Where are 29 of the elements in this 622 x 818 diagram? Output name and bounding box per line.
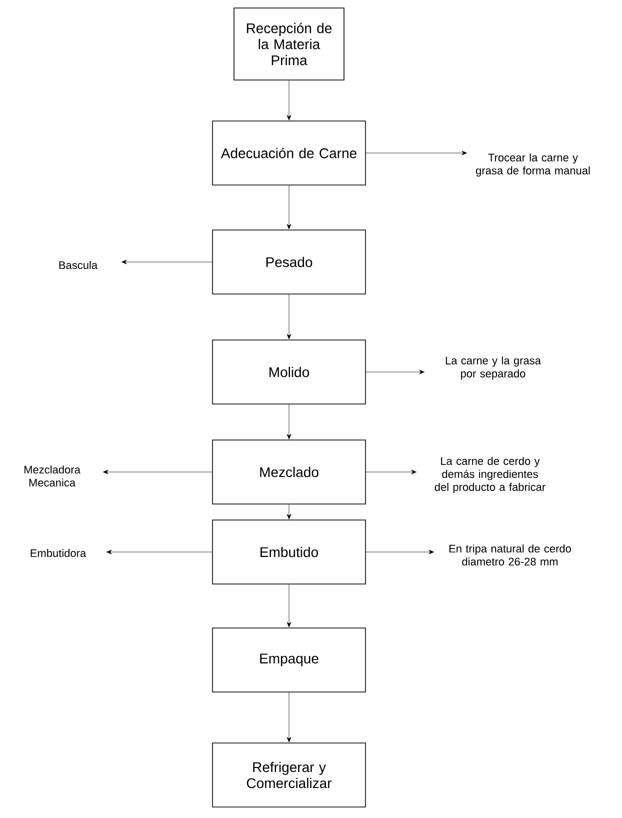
side-note: La carne de cerdo y demás ingredientes del producto a fabricar [434, 456, 546, 494]
process-box: Molido [212, 340, 366, 404]
arrow [286, 404, 292, 440]
process-box: Adecuación de Carne [212, 120, 366, 186]
arrow [286, 185, 292, 230]
arrow [286, 584, 292, 628]
process-box: Mezclado [212, 440, 366, 504]
arrow [286, 80, 292, 120]
arrow [286, 504, 292, 520]
side-note: En tripa natural de cerdo diametro 26-28 mm [449, 544, 571, 566]
process-box: Refrigerar y Comercializar [212, 742, 366, 808]
arrow [366, 150, 467, 156]
side-note: Bascula [59, 260, 98, 270]
side-note: La carne y la grasa por separado [446, 356, 541, 380]
arrow [286, 294, 292, 340]
side-note: Mezcladora Mecanica [24, 465, 80, 487]
arrow [366, 370, 424, 374]
side-note: Trocear la carne y grasa de forma manual [476, 153, 590, 177]
process-box: Embutido [212, 520, 366, 584]
process-box: Pesado [212, 230, 366, 294]
arrow [286, 692, 292, 742]
process-box: Recepción de la Materia Prima [234, 8, 344, 80]
arrow [106, 550, 212, 554]
side-note: Embutidora [30, 548, 86, 558]
arrow [122, 260, 212, 264]
arrow [103, 470, 212, 474]
process-box: Empaque [212, 628, 366, 692]
arrow [366, 470, 416, 474]
arrow [366, 550, 434, 554]
